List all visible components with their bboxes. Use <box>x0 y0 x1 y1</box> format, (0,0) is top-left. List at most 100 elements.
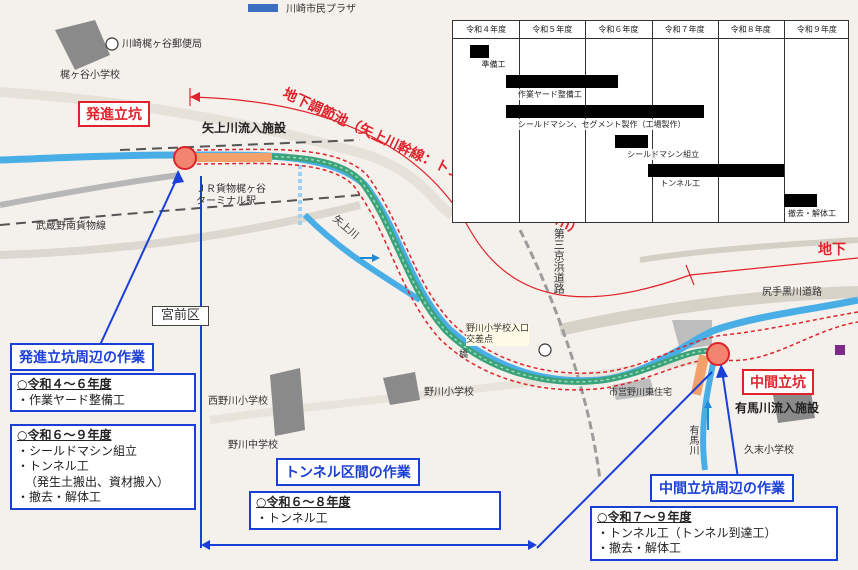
road-shirite <box>558 286 858 336</box>
schedule-table: 令和４年度 令和５年度 令和６年度 令和７年度 令和８年度 令和９年度 準備工作業ヤード整… <box>452 20 849 223</box>
tunnel-route-dash <box>184 155 719 383</box>
schedule-year-header: 令和５年度 <box>532 25 573 34</box>
start-area-box2-item: ・撤去・解体工 <box>17 490 102 505</box>
start-area-heading: 発進立坑周辺の作業 <box>10 343 154 371</box>
road-lower <box>209 356 701 424</box>
freight-station-label: ＪＲ貨物梶ヶ谷 ターミナル駅 <box>196 184 266 207</box>
start-area-box1-title: ○令和４～６年度 <box>17 377 112 391</box>
building-2 <box>270 368 305 436</box>
road-third-keihin <box>518 229 602 481</box>
nogawa-school-label: 野川小学校 <box>424 387 474 398</box>
start-area-box1-item: ・作業ヤード整備工 <box>17 392 126 407</box>
yagami-flow-arrowhead <box>372 254 380 262</box>
middle-area-heading: 中間立坑周辺の作業 <box>650 474 794 502</box>
schedule-task-label: 撤去・解体工 <box>788 208 836 220</box>
schedule-task-label: トンネル工 <box>660 178 701 190</box>
rail-musashino <box>0 194 361 226</box>
tunnel-section-box-title: ○令和６～８年度 <box>256 495 351 509</box>
road-left-gray <box>0 172 181 208</box>
tunnel-section-box: ○令和６～８年度 ・トンネル工 <box>249 491 501 531</box>
arima-river <box>700 354 718 471</box>
plaza-label: 川崎市民プラザ <box>286 4 356 15</box>
schedule-task-label: シールドマシン、セグメント製作（工場製作） <box>517 118 686 130</box>
route-dimension-line <box>189 96 691 298</box>
arima-flow-arrowhead <box>704 400 712 408</box>
road-right-small <box>639 237 858 263</box>
route-label-right: 地下 <box>818 242 846 258</box>
schedule-bar <box>505 104 705 118</box>
pointer-middle-head <box>716 364 728 378</box>
middle-area-box-item: ・トンネル工（トンネル到達工） <box>597 525 777 540</box>
building-6 <box>612 378 655 400</box>
building-1 <box>55 20 110 70</box>
start-area-box2-item: ・シールドマシン組立 <box>17 443 138 458</box>
tunnel-outline-lower <box>189 162 858 391</box>
purple-marker <box>835 345 845 355</box>
arima-inflow-pad <box>690 354 710 396</box>
middle-area-box-item: ・撤去・解体工 <box>597 541 682 556</box>
schedule-task-label: 作業ヤード整備工 <box>517 88 582 100</box>
road-mid <box>0 201 361 259</box>
start-area-box2-item: ・トンネル工 <box>17 459 89 474</box>
blue-marker-top <box>248 4 278 12</box>
schedule-column-divider <box>717 21 719 222</box>
tunnel-span-arrow-right <box>528 540 537 550</box>
middle-shaft-marker <box>706 342 730 366</box>
tunnel-section-box-item: ・トンネル工 <box>256 510 328 525</box>
building-4 <box>672 320 712 350</box>
middle-shaft-label: 中間立坑 <box>742 369 814 395</box>
post-office-label: 川崎梶ヶ谷郵便局 <box>122 39 202 50</box>
schedule-year-header: 令和８年度 <box>730 25 771 34</box>
miyamae-ward-label: 宮前区 <box>152 306 210 326</box>
post-office-icon <box>105 37 119 51</box>
yagami-tributary <box>302 212 422 303</box>
third-keihin-label: 第三京浜道路 <box>552 228 566 294</box>
tunnel-span-arrow-left <box>201 540 210 550</box>
musashino-line-label: 武蔵野南貨物線 <box>36 221 106 232</box>
tunnel-section-heading: トンネル区間の作業 <box>276 458 420 486</box>
arima-inflow-label: 有馬川流入施設 <box>735 401 820 415</box>
nogawa-intersection-label: 野川小学校入口 交差点 <box>466 324 530 346</box>
start-shaft-label: 発進立坑 <box>78 101 150 127</box>
pointer-start <box>99 175 179 346</box>
yagami-inflow-label: 矢上川流入施設 <box>202 121 287 135</box>
shiritekurokawa-road-label: 尻手黒川道路 <box>762 287 822 298</box>
schedule-column-divider <box>783 21 785 222</box>
start-shaft-marker <box>173 146 197 170</box>
yagami-inflow-pad <box>192 153 272 162</box>
schedule-header: 令和４年度 令和５年度 令和６年度 令和７年度 令和８年度 令和９年度 <box>453 21 848 39</box>
nishinogawa-school-label: 西野川小学校 <box>208 396 268 407</box>
road-upper <box>0 87 455 220</box>
schedule-year-header: 令和６年度 <box>598 25 639 34</box>
schedule-year-header: 令和４年度 <box>466 25 507 34</box>
schedule-year-header: 令和７年度 <box>664 25 705 34</box>
schedule-bar <box>505 74 619 88</box>
bridge-label: 橋 <box>459 350 469 360</box>
pointer-start-head <box>172 170 184 184</box>
schedule-year-header: 令和９年度 <box>796 25 837 34</box>
tunnel-span-right <box>536 371 713 549</box>
start-area-box2-title: ○令和６～９年度 <box>17 428 112 442</box>
building-3 <box>383 372 420 405</box>
kajigaya-school-label: 梶ヶ谷小学校 <box>60 70 120 81</box>
municipal-housing-label: 市営野川東住宅 <box>609 388 673 398</box>
start-area-box2: ○令和６～９年度 ・シールドマシン組立 ・トンネル工 （発生土搬出、資材搬入） … <box>10 424 196 510</box>
route-dimension-right <box>689 257 858 276</box>
pointer-middle <box>721 369 739 479</box>
schedule-bar <box>469 45 490 58</box>
police-box-icon <box>538 343 552 357</box>
route-label-arrowhead <box>190 92 200 102</box>
schedule-bar <box>648 164 784 178</box>
middle-area-box-title: ○令和７～９年度 <box>597 510 692 524</box>
kusue-school-label: 久末小学校 <box>744 445 794 456</box>
rail-freight-yard <box>119 139 361 151</box>
nogawa-jhs-label: 野川中学校 <box>228 440 278 451</box>
start-area-box2-item: （発生土搬出、資材搬入） <box>25 474 170 489</box>
arima-river-label: 有馬川 <box>687 425 698 455</box>
schedule-task-label: シールドマシン組立 <box>627 148 700 160</box>
schedule-bar <box>783 194 817 208</box>
schedule-bar <box>615 134 649 148</box>
schedule-task-label: 準備工 <box>481 59 506 70</box>
middle-area-box: ○令和７～９年度 ・トンネル工（トンネル到達工） ・撤去・解体工 <box>590 506 838 561</box>
start-area-box1: ○令和４～６年度 ・作業ヤード整備工 <box>10 373 196 413</box>
